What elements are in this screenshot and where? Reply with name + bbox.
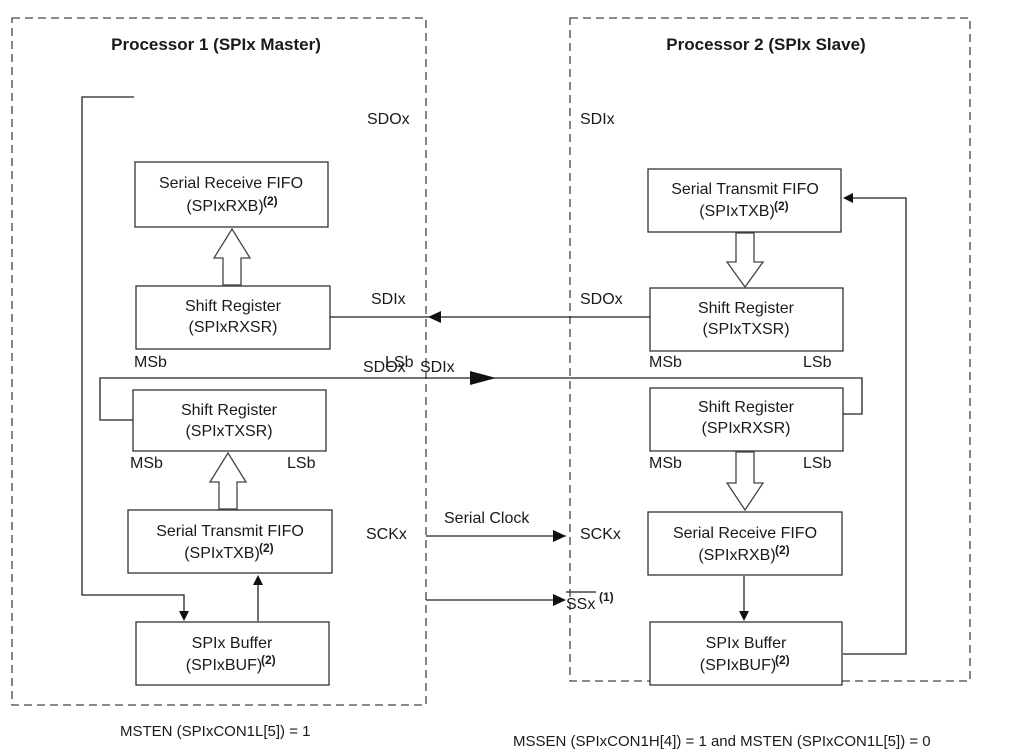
slave-buffer-line1: SPIx Buffer <box>706 635 787 652</box>
serial-clock-label: Serial Clock <box>444 510 530 527</box>
slave-msb-rx-label: MSb <box>649 455 682 472</box>
slave-rxfifo-to-buffer-arrowhead <box>739 611 749 621</box>
master-buffer-note: (2) <box>261 653 276 667</box>
slave-sdo-label: SDOx <box>580 291 623 308</box>
slave-tx-fifo-box: Serial Transmit FIFO (SPIxTXB) (2) <box>647 168 842 233</box>
slave-buffer-loop-arrowhead <box>843 193 853 203</box>
master-txfifo-to-shift-arrow <box>208 451 248 510</box>
master-msb-tx-label: MSb <box>130 455 163 472</box>
slave-lsb-rx-label: LSb <box>803 455 832 472</box>
master-buffer-box: SPIx Buffer (SPIxBUF) (2) <box>135 621 330 686</box>
slave-tx-fifo-line2: (SPIxTXB) <box>699 203 775 220</box>
slave-footer: MSSEN (SPIxCON1H[4]) = 1 and MSTEN (SPIx… <box>513 733 931 750</box>
master-rx-shift-box: Shift Register (SPIxRXSR) <box>135 285 331 350</box>
master-sdo-top-label: SDOx <box>367 111 410 128</box>
mosi-arrowhead <box>470 371 496 385</box>
slave-buffer-box: SPIx Buffer (SPIxBUF) (2) <box>649 621 843 686</box>
master-buffer-line2: (SPIxBUF) <box>186 657 262 674</box>
master-rx-fifo-line2: (SPIxRXB) <box>186 198 263 215</box>
slave-buffer-loop-wire <box>843 197 907 655</box>
master-lsb-rx-label: LSb <box>385 354 414 371</box>
slave-rx-fifo-line2: (SPIxRXB) <box>698 547 775 564</box>
master-shift-to-rxfifo-arrow <box>212 227 252 286</box>
slave-rx-shift-line1: Shift Register <box>698 399 795 416</box>
master-rx-fifo-box: Serial Receive FIFO (SPIxRXB) (2) <box>134 161 329 228</box>
slave-rx-fifo-box: Serial Receive FIFO (SPIxRXB) (2) <box>647 511 843 576</box>
master-frame <box>11 17 427 706</box>
master-tx-shift-line1: Shift Register <box>181 402 278 419</box>
slave-buffer-note: (2) <box>775 653 790 667</box>
master-sdi-label: SDIx <box>371 291 406 308</box>
master-tx-fifo-box: Serial Transmit FIFO (SPIxTXB) (2) <box>127 509 333 574</box>
master-lsb-tx-label: LSb <box>287 455 316 472</box>
slave-tx-fifo-note: (2) <box>774 199 789 213</box>
master-rx-loop-arrowhead <box>179 611 189 621</box>
master-sdo-mid-label: SDOx <box>363 359 406 376</box>
slave-lsb-tx-label: LSb <box>803 354 832 371</box>
master-rx-fifo-line1: Serial Receive FIFO <box>159 175 303 192</box>
slave-tx-shift-line1: Shift Register <box>698 300 795 317</box>
slave-txfifo-to-shift-arrow <box>725 232 765 289</box>
master-tx-fifo-line2: (SPIxTXB) <box>184 545 260 562</box>
slave-sdi-mid-label: SDIx <box>420 359 455 376</box>
slave-title: Processor 2 (SPIx Slave) <box>666 35 865 54</box>
slave-sdi-top-label: SDIx <box>580 111 615 128</box>
slave-msb-tx-label: MSb <box>649 354 682 371</box>
master-tx-shift-loop-wire <box>99 377 440 421</box>
slave-shift-to-rxfifo-arrow <box>725 451 765 512</box>
slave-buffer-line2: (SPIxBUF) <box>700 657 776 674</box>
slave-rx-fifo-note: (2) <box>775 543 790 557</box>
slave-rx-shift-box: Shift Register (SPIxRXSR) <box>649 387 844 452</box>
master-rx-shift-line1: Shift Register <box>185 298 282 315</box>
master-rx-fifo-note: (2) <box>263 194 278 208</box>
master-footer: MSTEN (SPIxCON1L[5]) = 1 <box>120 723 310 740</box>
slave-tx-shift-box: Shift Register (SPIxTXSR) <box>649 287 844 352</box>
master-tx-shift-box: Shift Register (SPIxTXSR) <box>132 389 327 452</box>
miso-arrowhead <box>428 311 441 323</box>
slave-tx-fifo-line1: Serial Transmit FIFO <box>671 181 819 198</box>
master-title: Processor 1 (SPIx Master) <box>111 35 321 54</box>
slave-select-arrowhead <box>553 594 566 606</box>
serial-clock-arrowhead <box>553 530 566 542</box>
master-msb-rx-label: MSb <box>134 354 167 371</box>
slave-rx-shift-line2: (SPIxRXSR) <box>702 420 791 437</box>
slave-ss-text: SSx <box>566 596 595 613</box>
master-rx-loop-wire <box>81 96 185 613</box>
master-tx-shift-line2: (SPIxTXSR) <box>185 423 272 440</box>
master-buffer-line1: SPIx Buffer <box>192 635 273 652</box>
slave-rx-shift-loop-wire <box>440 377 863 415</box>
slave-rx-fifo-line1: Serial Receive FIFO <box>673 525 817 542</box>
slave-ss-label: SSx (1) <box>566 590 614 613</box>
master-tx-fifo-note: (2) <box>259 541 274 555</box>
master-rx-shift-line2: (SPIxRXSR) <box>189 319 278 336</box>
master-tx-fifo-line1: Serial Transmit FIFO <box>156 523 304 540</box>
slave-sck-label: SCKx <box>580 526 621 543</box>
slave-tx-shift-line2: (SPIxTXSR) <box>702 321 789 338</box>
master-buffer-to-txfifo-arrowhead <box>253 575 263 585</box>
slave-ss-note: (1) <box>599 590 614 604</box>
master-sck-label: SCKx <box>366 526 407 543</box>
